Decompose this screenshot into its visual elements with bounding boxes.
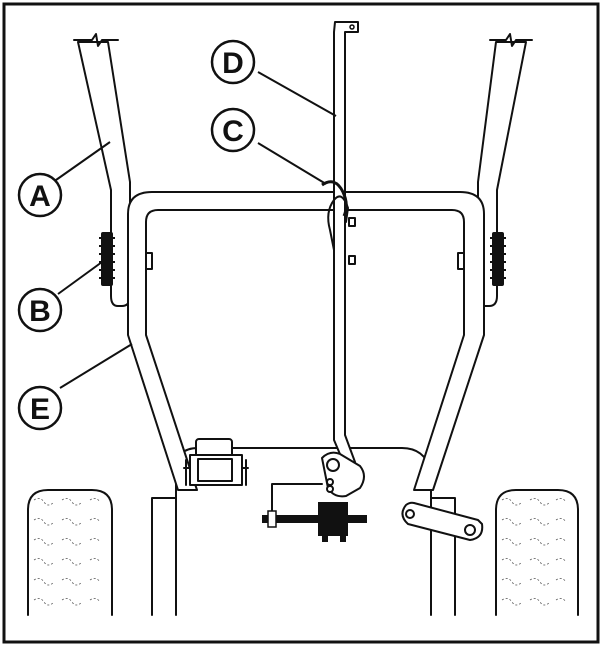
right-adjustment-knob: [490, 232, 506, 286]
left-tire: [27, 489, 113, 616]
upper-handlebar-right: [477, 33, 533, 307]
lower-handlebar: [127, 191, 485, 491]
hairpin-clip: [321, 180, 349, 251]
leader-b: [57, 261, 103, 295]
callout-a: A: [17, 172, 63, 218]
callout-a-label: A: [29, 180, 51, 213]
hinge-bracket: [183, 438, 249, 486]
left-adjustment-knob: [99, 232, 115, 286]
callout-e: E: [17, 385, 63, 431]
callout-d: D: [210, 39, 256, 85]
leader-a: [55, 141, 111, 181]
shift-rod: [333, 21, 359, 467]
callout-c-label: C: [222, 115, 244, 148]
handlebar-slot-right: [457, 252, 465, 270]
leader-lines: [55, 71, 337, 389]
handlebar-slot-left: [145, 252, 153, 270]
side-arm: [401, 501, 484, 541]
callout-e-label: E: [30, 393, 50, 426]
shift-linkage: [262, 451, 367, 542]
callout-b-label: B: [29, 295, 51, 328]
right-tire: [495, 489, 579, 616]
leader-c: [257, 142, 327, 185]
callout-b: B: [17, 287, 63, 333]
callout-d-label: D: [222, 47, 244, 80]
callout-c: C: [210, 107, 256, 153]
leader-d: [257, 71, 337, 117]
leader-e: [59, 343, 133, 389]
